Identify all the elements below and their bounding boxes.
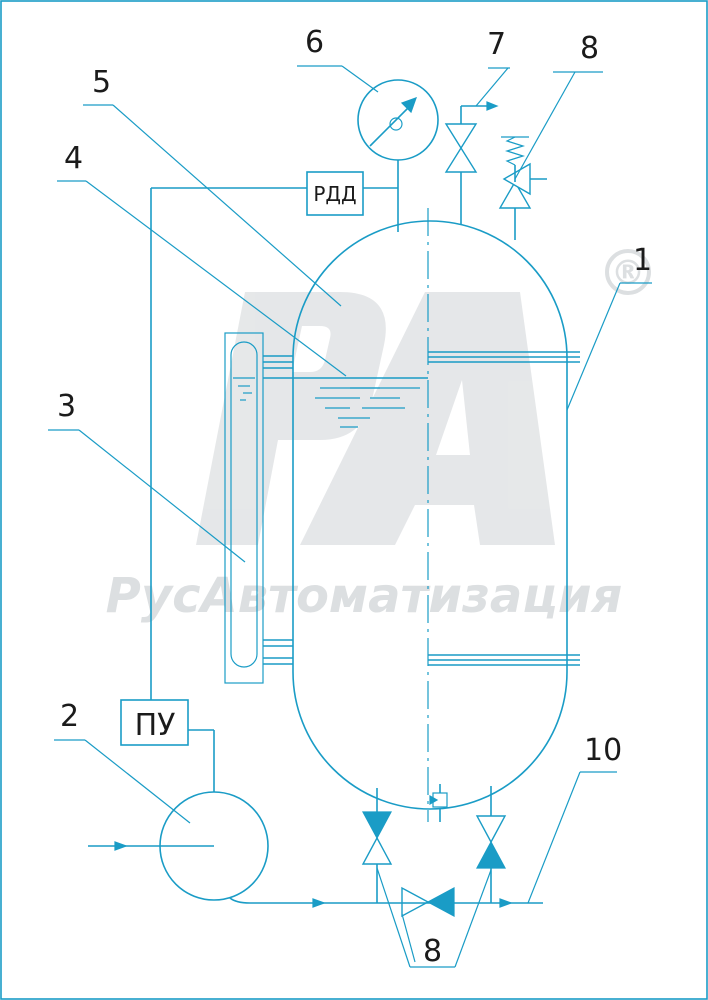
watermark-letter-r: [196, 292, 386, 545]
label-10: 10: [584, 733, 622, 768]
bottom-left-valves: [361, 788, 393, 903]
discharge-line: [229, 897, 543, 908]
rdd-box: РДД: [150, 171, 398, 700]
level-gauge: [224, 332, 293, 684]
pu-label: ПУ: [135, 708, 176, 743]
rdd-label: РДД: [313, 182, 356, 206]
label-2: 2: [60, 699, 79, 734]
flange-upper: [428, 351, 580, 363]
pu-box: ПУ: [120, 699, 215, 792]
watermark-letter-a: [300, 292, 555, 545]
watermark-registered-ring: [605, 249, 651, 295]
label-8-bottom: 8: [423, 934, 442, 969]
label-6: 6: [305, 25, 324, 60]
pressure-gauge: [357, 79, 439, 221]
leader-lines: [48, 65, 652, 968]
bottom-horizontal-valve: [401, 886, 455, 918]
liquid-level: [293, 377, 428, 428]
label-4: 4: [64, 141, 83, 176]
vessel-body: [292, 220, 568, 810]
bottom-right-valves: [475, 786, 507, 903]
watermark-text: РусАвтоматизация: [106, 568, 623, 624]
watermark-logo: ® РусАвтоматизация: [106, 249, 651, 624]
label-5: 5: [92, 65, 111, 100]
label-8-top: 8: [580, 31, 599, 66]
label-7: 7: [487, 27, 506, 62]
flange-lower: [428, 654, 580, 666]
drain-fitting: [429, 784, 448, 822]
safety-valve: [498, 71, 576, 240]
label-1: 1: [633, 243, 652, 278]
label-3: 3: [57, 389, 76, 424]
vent-valve: [444, 67, 509, 224]
pump: [88, 791, 269, 901]
watermark-registered: ®: [611, 253, 645, 293]
